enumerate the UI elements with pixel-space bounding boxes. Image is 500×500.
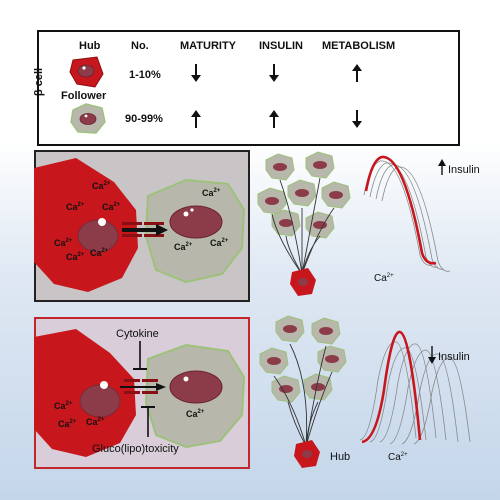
hub-cell <box>294 440 320 468</box>
hub-label: Hub <box>330 451 350 463</box>
follower-cell-icon <box>70 103 106 134</box>
follower-label: Follower <box>61 90 107 102</box>
transfer-arrow-icon <box>156 383 166 391</box>
svg-text:Ca2+: Ca2+ <box>66 202 85 212</box>
svg-text:Ca2+: Ca2+ <box>202 188 221 198</box>
header-insulin: INSULIN <box>259 40 303 52</box>
hub-nucleus <box>77 219 119 253</box>
svg-text:Ca2+: Ca2+ <box>210 238 229 248</box>
network-bottom: Hub <box>259 315 350 468</box>
follower-maturity-up-icon <box>191 110 201 128</box>
healthy-coupling-panel: Ca2+ Ca2+ Ca2+ Ca2+ Ca2+ Ca2+ Ca2+ Ca2+ … <box>34 150 250 302</box>
header-maturity: MATURITY <box>180 40 237 52</box>
hub-insulin-down-icon <box>269 64 279 82</box>
ca-label-top: Ca2+ <box>374 273 394 284</box>
svg-text:Ca2+: Ca2+ <box>54 238 73 248</box>
svg-text:Ca2+: Ca2+ <box>54 401 73 411</box>
network-top <box>257 151 351 296</box>
transfer-arrow-icon <box>156 224 168 236</box>
hub-maturity-down-icon <box>191 64 201 82</box>
ca-label-bottom: Ca2+ <box>388 452 408 463</box>
svg-text:Ca2+: Ca2+ <box>90 248 109 258</box>
insulin-up-icon <box>438 159 446 166</box>
follower-cluster <box>259 315 347 403</box>
follower-number: 90-99% <box>125 113 163 125</box>
svg-text:Ca2+: Ca2+ <box>86 417 105 427</box>
hub-number: 1-10% <box>129 69 161 81</box>
insulin-label-top: Insulin <box>448 164 480 176</box>
follower-nucleus <box>169 205 223 239</box>
beta-cell-label: β cell <box>33 67 46 97</box>
cell-type-table: β cell Hub No. MATURITY INSULIN METABOLI… <box>33 30 460 146</box>
insulin-down-icon <box>428 357 436 364</box>
svg-text:Ca2+: Ca2+ <box>102 202 121 212</box>
hub-metabolism-up-icon <box>352 64 362 82</box>
svg-text:Ca2+: Ca2+ <box>58 419 77 429</box>
healthy-coupling-diagram: Ca2+ Ca2+ Ca2+ Ca2+ Ca2+ Ca2+ Ca2+ Ca2+ … <box>34 158 246 292</box>
glucotoxicity-label: Gluco(lipo)toxicity <box>92 443 179 455</box>
cytokine-label: Cytokine <box>116 328 159 340</box>
svg-text:Ca2+: Ca2+ <box>174 242 193 252</box>
svg-text:Ca2+: Ca2+ <box>66 252 85 262</box>
impaired-coupling-diagram: Ca2+ Ca2+ Ca2+ Ca2+ Cytokine Gluco(lipo)… <box>34 328 246 457</box>
follower-cluster <box>257 151 351 239</box>
calcium-curves-top: Insulin Ca2+ <box>363 155 480 284</box>
header-metabolism: METABOLISM <box>322 40 396 52</box>
follower-metabolism-down-icon <box>352 110 362 128</box>
svg-text:Ca2+: Ca2+ <box>186 409 205 419</box>
header-no: No. <box>131 40 149 52</box>
hub-calcium-curve <box>364 155 437 265</box>
calcium-curves-bottom: Insulin Ca2+ <box>359 330 471 463</box>
hub-nucleus <box>79 384 121 418</box>
svg-text:Ca2+: Ca2+ <box>92 181 111 191</box>
header-hub: Hub <box>79 40 101 52</box>
hub-cell-icon <box>69 56 104 88</box>
follower-insulin-up-icon <box>269 110 279 128</box>
impaired-coupling-panel: Ca2+ Ca2+ Ca2+ Ca2+ Cytokine Gluco(lipo)… <box>34 317 250 469</box>
follower-nucleus <box>169 370 223 404</box>
hub-cell <box>290 268 316 296</box>
insulin-label-bottom: Insulin <box>438 351 470 363</box>
hub-calcium-curve <box>361 330 422 444</box>
